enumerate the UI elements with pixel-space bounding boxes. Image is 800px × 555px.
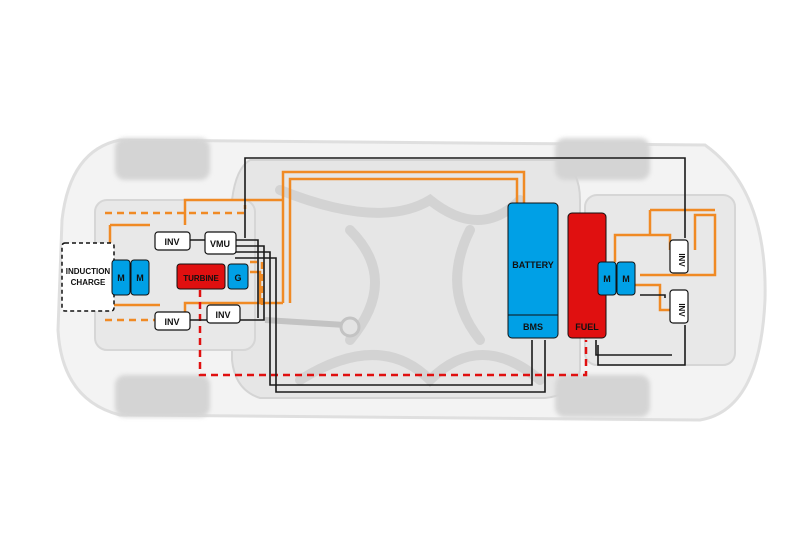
wheel-rear-bottom — [555, 375, 650, 417]
rear-motor-1[interactable]: M — [597, 261, 617, 296]
bms-label: BMS — [523, 322, 543, 332]
inv-rear-bottom-label: INV — [677, 303, 686, 317]
power-lines — [108, 170, 717, 320]
power-line-turbine — [250, 270, 262, 303]
signal-line-vmu-1 — [235, 239, 259, 318]
front-motor-1-label: M — [117, 273, 125, 283]
inv-mid-label: INV — [215, 310, 230, 320]
wheel-front-bottom — [115, 375, 210, 417]
signal-line-rear-2 — [640, 294, 666, 298]
inv-front-top[interactable]: INV — [154, 231, 191, 251]
generator-label: G — [234, 273, 241, 283]
fuel-line — [198, 290, 588, 377]
power-line-rear-bottom — [640, 283, 670, 312]
generator-box[interactable]: G — [227, 263, 249, 290]
steering-wheel — [339, 316, 361, 338]
induction-charge-label-1: INDUCTION — [66, 267, 111, 276]
inv-rear-top-label: INV — [677, 253, 686, 267]
signal-line-rear-inv — [595, 340, 672, 356]
front-motor-2[interactable]: M — [130, 259, 150, 296]
power-line-battery-top — [281, 170, 526, 303]
power-line-battery-top-2 — [288, 177, 519, 303]
induction-charge-pad[interactable]: INDUCTION CHARGE — [61, 242, 115, 312]
turbine-label: TURBINE — [183, 274, 219, 283]
vmu-label: VMU — [210, 239, 230, 249]
wheel-rear-top — [555, 138, 650, 180]
inv-front-bottom[interactable]: INV — [154, 311, 191, 331]
rear-motor-2-label: M — [622, 274, 630, 284]
rear-motor-2[interactable]: M — [616, 261, 636, 296]
steering-column — [264, 317, 346, 328]
inv-rear-bottom[interactable]: INV — [669, 289, 689, 324]
front-motor-1[interactable]: M — [111, 259, 131, 296]
battery-pack[interactable]: BATTERY BMS — [507, 202, 559, 339]
signal-line-top — [244, 157, 686, 238]
signal-line-vmu-3 — [235, 251, 533, 386]
inv-rear-top[interactable]: INV — [669, 239, 689, 274]
chassis-frame — [275, 185, 545, 388]
inv-front-bottom-label: INV — [164, 317, 179, 327]
battery-label: BATTERY — [512, 260, 554, 270]
fuel-label: FUEL — [575, 322, 599, 332]
signal-line-vmu-2 — [230, 245, 265, 321]
inv-front-top-label: INV — [164, 237, 179, 247]
power-line-rear-bus — [648, 208, 715, 235]
inv-mid[interactable]: INV — [206, 304, 241, 324]
signal-lines — [190, 157, 686, 393]
front-motor-2-label: M — [136, 273, 144, 283]
induction-charge-label-2: CHARGE — [71, 278, 106, 287]
signal-line-vmu-4 — [235, 257, 546, 393]
turbine-box[interactable]: TURBINE — [176, 263, 226, 290]
wheel-front-top — [115, 138, 210, 180]
dashed-line-turbine-right — [250, 260, 264, 305]
power-line-rear-right — [640, 213, 717, 277]
car-body — [56, 138, 767, 422]
vmu-box[interactable]: VMU — [204, 231, 237, 255]
rear-motor-1-label: M — [603, 274, 611, 284]
